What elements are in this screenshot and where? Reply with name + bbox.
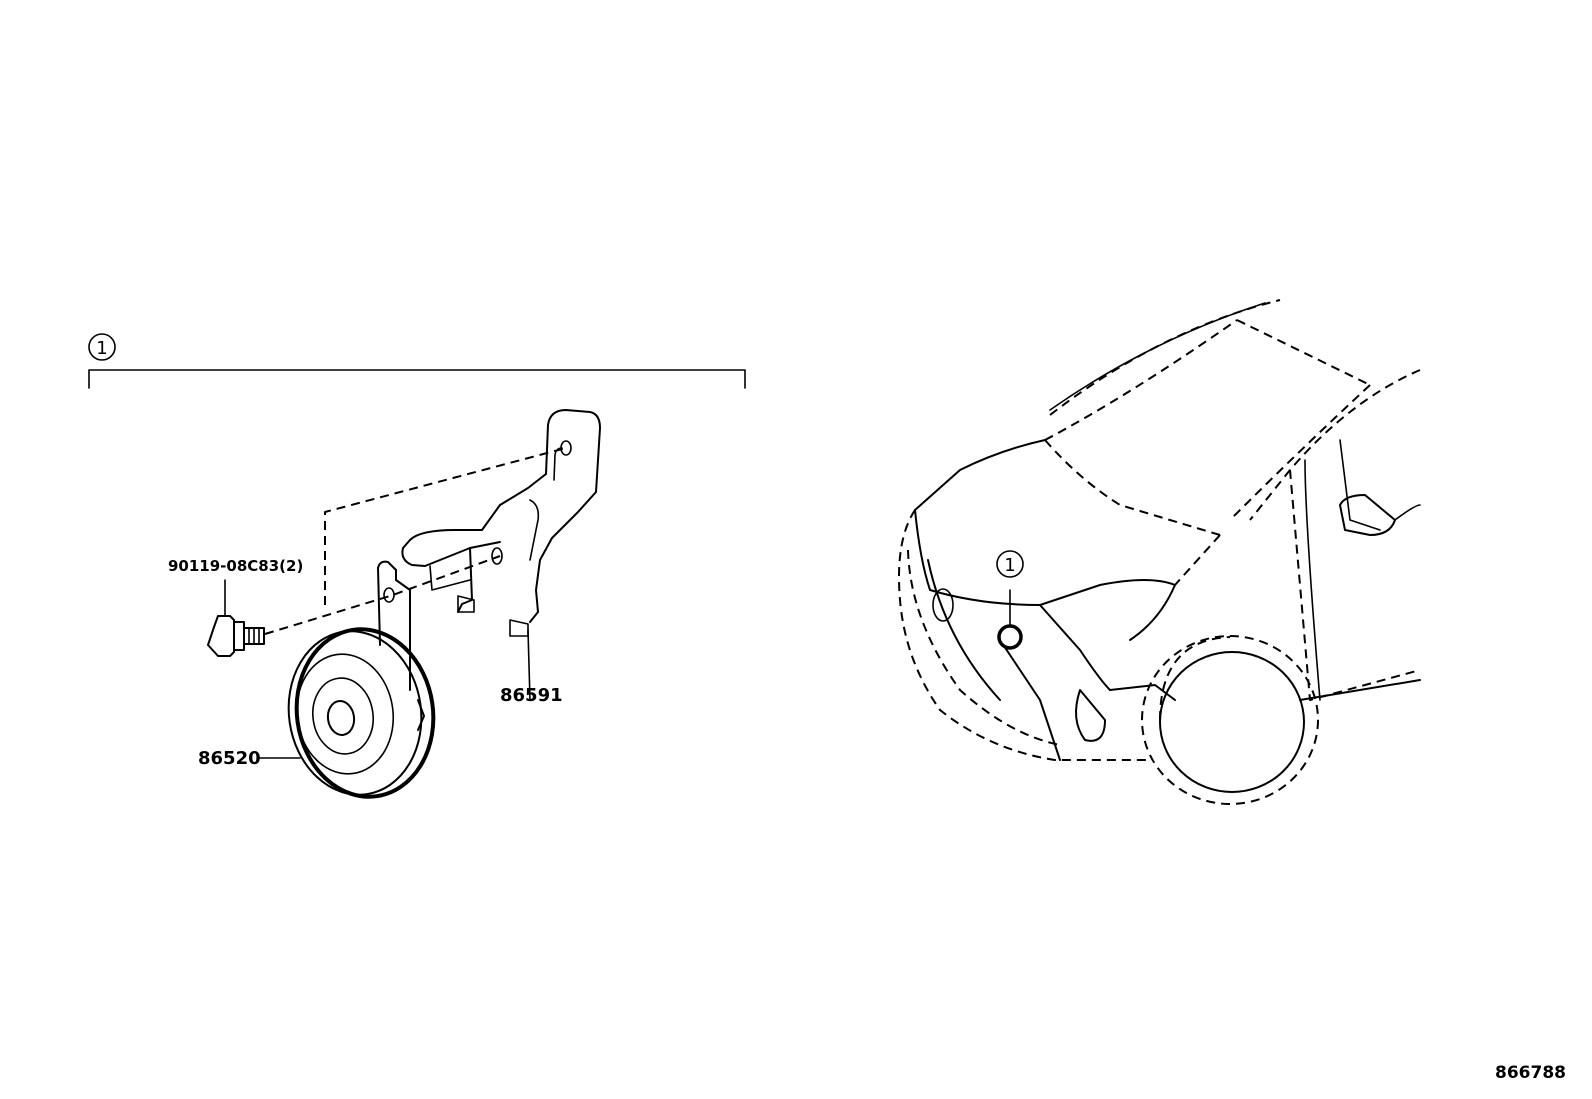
horn-location-marker-icon[interactable]: 1 <box>996 550 1024 650</box>
illustration-id: 866788 <box>1495 1063 1566 1083</box>
part-label-bolt[interactable]: 90119-08C83(2) <box>168 557 303 575</box>
bracket-leader-line <box>527 629 531 701</box>
group-callout: 1 <box>88 333 746 389</box>
part-label-bracket[interactable]: 86591 <box>500 685 563 706</box>
locator-callout-circle <box>996 550 1024 578</box>
group-callout-circle <box>88 333 116 361</box>
horn-bracket-icon[interactable] <box>401 409 601 701</box>
group-bracket-line <box>88 369 746 389</box>
locator-callout-number: 1 <box>1004 555 1015 576</box>
bolt-icon[interactable] <box>207 579 265 657</box>
group-callout-number: 1 <box>96 338 107 359</box>
part-label-horn[interactable]: 86520 <box>198 748 261 769</box>
vehicle-front-icon <box>898 299 1421 805</box>
horn-assembly-icon[interactable] <box>257 560 444 806</box>
assembly-lines <box>264 447 567 635</box>
